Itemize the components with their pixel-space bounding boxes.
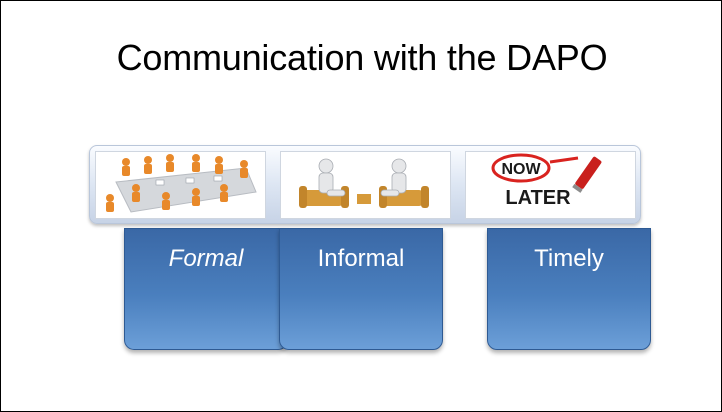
image-tray: NOW LATER (89, 145, 641, 224)
card-formal: Formal (124, 228, 288, 350)
card-label-formal: Formal (168, 245, 244, 272)
later-text: LATER (505, 187, 571, 209)
meeting-table-figures-icon (96, 152, 265, 218)
meeting-image (95, 151, 266, 219)
now-later-sign-icon: NOW LATER (466, 152, 635, 218)
card-label-timely: Timely (534, 245, 604, 272)
informal-image (280, 151, 451, 219)
slide-title: Communication with the DAPO (116, 37, 608, 78)
card-label-informal: Informal (317, 245, 405, 272)
now-text: NOW (501, 161, 541, 178)
card-timely: Timely (487, 228, 651, 350)
timely-image: NOW LATER (465, 151, 636, 219)
card-informal: Informal (279, 228, 443, 350)
two-figures-seated-icon (281, 152, 450, 218)
